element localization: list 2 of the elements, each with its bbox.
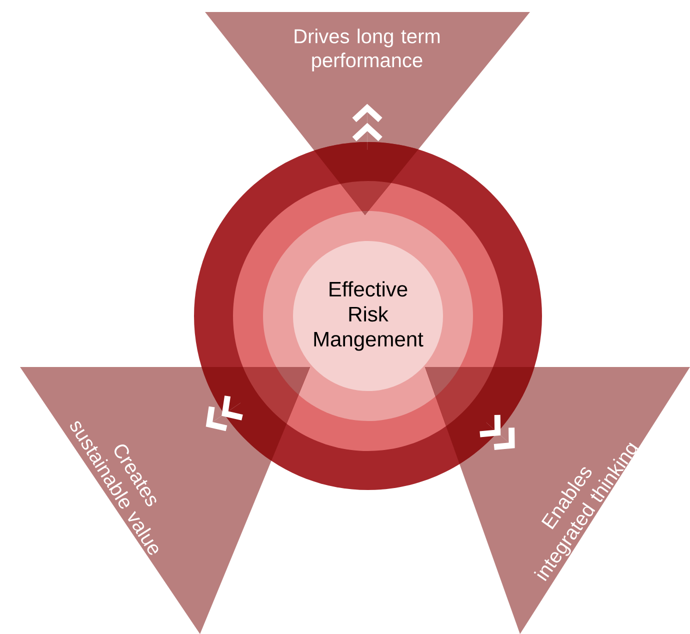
chevron-arrow <box>206 396 243 432</box>
chevron-arrow <box>480 414 515 450</box>
